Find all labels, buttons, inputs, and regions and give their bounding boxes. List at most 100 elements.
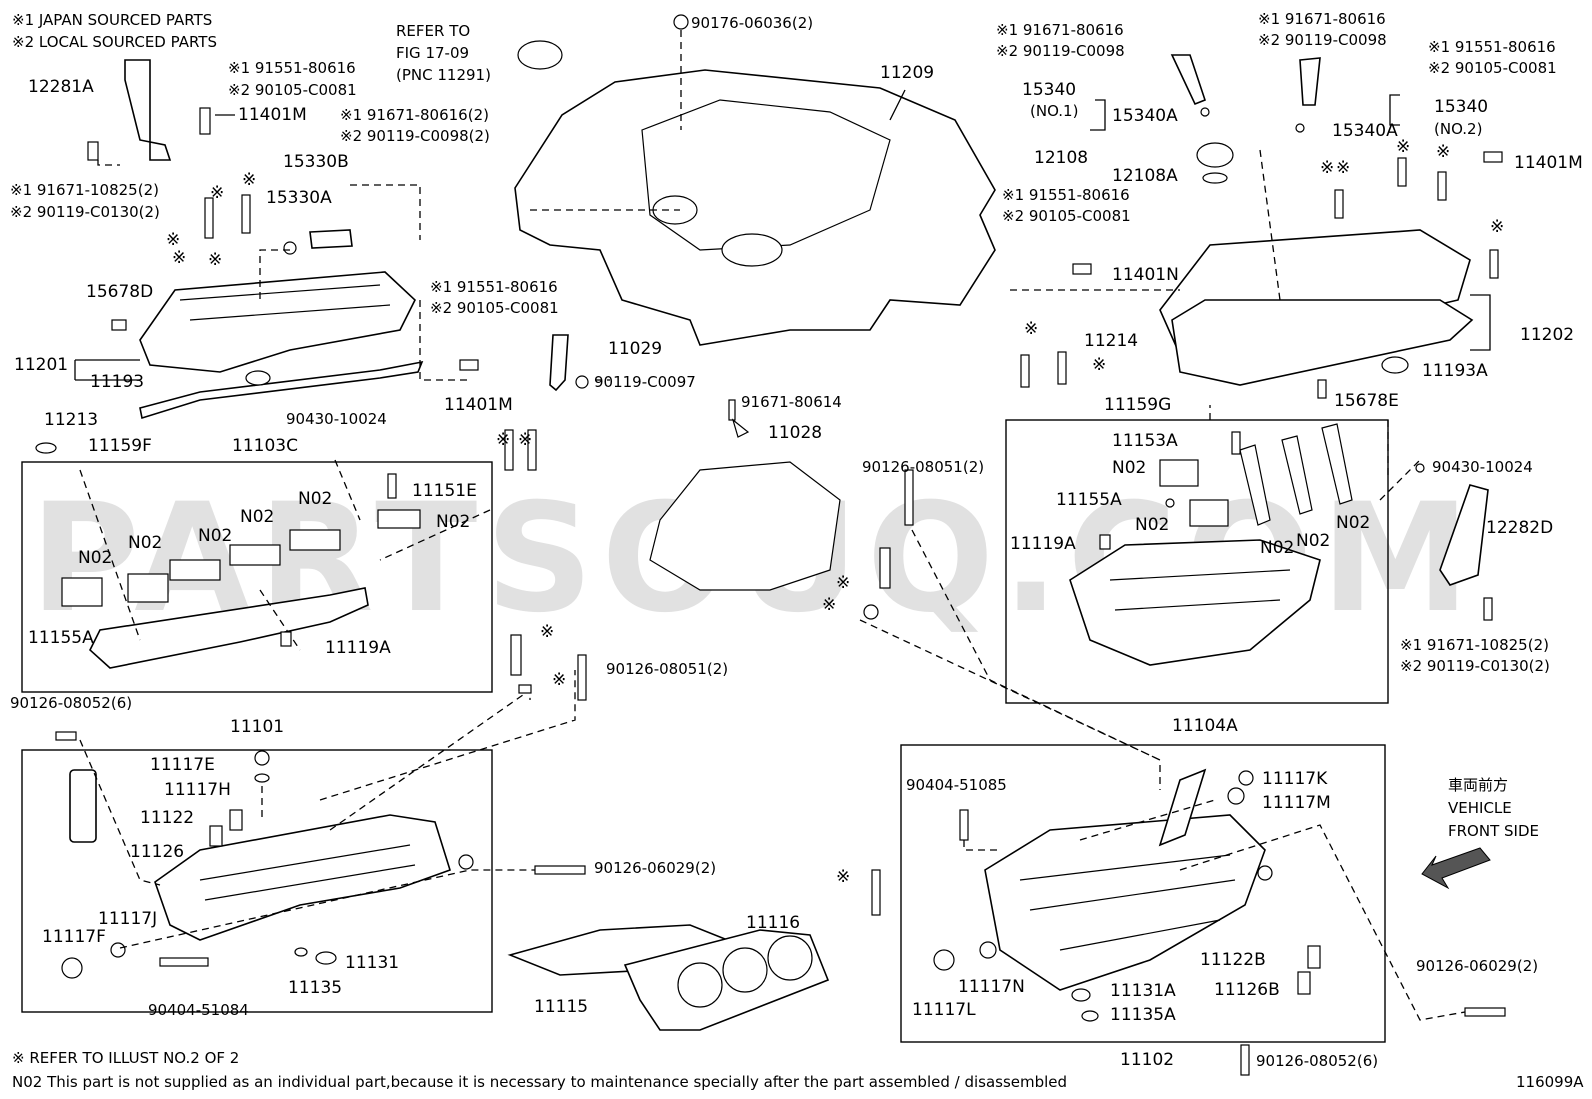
- part-label-11122[interactable]: 11122: [140, 808, 194, 828]
- plug-90430-10024[interactable]: [1415, 463, 1425, 473]
- bolt-ast[interactable]: [1020, 354, 1030, 388]
- plug-11117e[interactable]: [254, 750, 270, 766]
- bolt-ast[interactable]: [1437, 171, 1447, 201]
- part-label-11202[interactable]: 11202: [1520, 325, 1574, 345]
- gasket-11117j[interactable]: [110, 942, 126, 958]
- part-label-12281a[interactable]: 12281A: [28, 77, 94, 97]
- part-label-d1[interactable]: ※1 91551-80616: [430, 278, 558, 296]
- stud-90126-08051-b[interactable]: [904, 469, 914, 526]
- part-label-11117f[interactable]: 11117F: [42, 927, 106, 947]
- toyota-emblem[interactable]: [517, 40, 563, 70]
- plug-11131[interactable]: [315, 951, 337, 965]
- part-label-11201[interactable]: 11201: [14, 355, 68, 375]
- bolt-ast[interactable]: [204, 197, 214, 239]
- stud-90126-08051-a[interactable]: [577, 654, 587, 701]
- part-label-11117m[interactable]: 11117M: [1262, 793, 1331, 813]
- dowel-11119a-b[interactable]: [1099, 534, 1111, 550]
- bearing-cap-n02[interactable]: [289, 529, 341, 551]
- part-label-90126-08051-a[interactable]: 90126-08051(2): [606, 660, 728, 678]
- part-label-11214[interactable]: 11214: [1084, 331, 1138, 351]
- part-label-11126b[interactable]: 11126B: [1214, 980, 1280, 1000]
- part-label-90119-c0097[interactable]: 90119-C0097: [594, 373, 696, 391]
- stud-90126-08052[interactable]: [55, 731, 77, 741]
- part-label-n02[interactable]: N02: [1336, 513, 1370, 533]
- bolt-ast[interactable]: [1489, 249, 1499, 279]
- part-label-c1[interactable]: ※1 91671-10825(2): [10, 181, 159, 199]
- bearing-cap-n02[interactable]: [1321, 423, 1353, 505]
- part-label-no1[interactable]: (NO.1): [1030, 102, 1078, 120]
- pin-11155a[interactable]: [1165, 498, 1175, 508]
- part-label-11104a[interactable]: 11104A: [1172, 716, 1238, 736]
- part-label-11131a[interactable]: 11131A: [1110, 981, 1176, 1001]
- part-label-i1[interactable]: ※1 91671-10825(2): [1400, 636, 1549, 654]
- part-label-11401m-c[interactable]: 11401M: [1514, 153, 1583, 173]
- sensor-11401m[interactable]: [199, 107, 211, 135]
- part-label-g1[interactable]: ※1 91671-80616: [1258, 10, 1386, 28]
- plug-11117f[interactable]: [61, 957, 83, 979]
- bracket-11029[interactable]: [549, 334, 569, 392]
- plug-15678e[interactable]: [1317, 379, 1327, 399]
- part-label-15330a[interactable]: 15330A: [266, 188, 332, 208]
- camshaft-housing-11104a[interactable]: [1069, 539, 1321, 666]
- part-label-11401n[interactable]: 11401N: [1112, 265, 1179, 285]
- plug-side-b[interactable]: [1257, 865, 1273, 881]
- part-label-i2[interactable]: ※2 90119-C0130(2): [1400, 657, 1550, 675]
- part-label-15330b[interactable]: 15330B: [283, 152, 349, 172]
- part-label-e2[interactable]: ※2 90119-C0098: [996, 42, 1125, 60]
- part-label-n02[interactable]: N02: [78, 548, 112, 568]
- stud-90126-06029-b[interactable]: [1464, 1007, 1506, 1017]
- part-label-11155a-b[interactable]: 11155A: [1056, 490, 1122, 510]
- part-label-90404-51085[interactable]: 90404-51085: [906, 776, 1007, 794]
- part-label-no2[interactable]: (NO.2): [1434, 120, 1482, 138]
- sensor-11401m-b[interactable]: [459, 359, 479, 371]
- part-label-11117n[interactable]: 11117N: [958, 977, 1025, 997]
- part-label-11155a-a[interactable]: 11155A: [28, 628, 94, 648]
- dowel-11119a[interactable]: [280, 631, 292, 647]
- part-label-11401m-b[interactable]: 11401M: [444, 395, 513, 415]
- part-label-90404-51084[interactable]: 90404-51084: [148, 1001, 249, 1019]
- part-label-h2[interactable]: ※2 90105-C0081: [1428, 59, 1557, 77]
- bolt-90119-c0097[interactable]: [575, 375, 589, 389]
- part-label-90430-10024-a[interactable]: 90430-10024: [286, 410, 387, 428]
- gasket-11159f[interactable]: [35, 442, 57, 454]
- part-label-n02[interactable]: N02: [128, 533, 162, 553]
- valve-guide-11126b[interactable]: [1297, 971, 1311, 995]
- part-label-b1[interactable]: ※1 91671-80616(2): [340, 106, 489, 124]
- oil-filler-cap-12108[interactable]: [1196, 142, 1234, 168]
- bolt-ast[interactable]: [510, 634, 522, 676]
- washer-ast[interactable]: [518, 684, 532, 694]
- plug-15678d[interactable]: [111, 319, 127, 331]
- gasket-11193a[interactable]: [1381, 356, 1409, 374]
- plug-11131a[interactable]: [1071, 988, 1091, 1002]
- part-label-11117h[interactable]: 11117H: [164, 780, 231, 800]
- bearing-cap-n02[interactable]: [1159, 459, 1199, 487]
- part-label-11103c[interactable]: 11103C: [232, 436, 298, 456]
- bolt-ast[interactable]: [527, 429, 537, 471]
- part-label-b2[interactable]: ※2 90119-C0098(2): [340, 127, 490, 145]
- bolt-11151e[interactable]: [387, 473, 397, 499]
- valve-guide-11122[interactable]: [229, 809, 243, 831]
- part-label-90126-08052-b[interactable]: 90126-08052(6): [1256, 1052, 1378, 1070]
- plug-side[interactable]: [458, 854, 474, 870]
- bolt-11153a[interactable]: [1231, 431, 1241, 455]
- refer-fig-line-2[interactable]: FIG 17-09: [396, 44, 469, 62]
- part-label-11116[interactable]: 11116: [746, 913, 800, 933]
- sensor-11401n[interactable]: [1072, 263, 1092, 275]
- part-label-11029[interactable]: 11029: [608, 339, 662, 359]
- part-label-15678e[interactable]: 15678E: [1334, 391, 1399, 411]
- part-label-11117k[interactable]: 11117K: [1262, 769, 1328, 789]
- cylinder-head-pipe[interactable]: [69, 769, 97, 843]
- gasket-11117h[interactable]: [254, 773, 270, 783]
- part-label-15340a-a[interactable]: 15340A: [1112, 106, 1178, 126]
- stud-90126-08052-b[interactable]: [1240, 1044, 1250, 1076]
- bolt-ast[interactable]: [1057, 351, 1067, 385]
- bearing-cap-n02[interactable]: [1281, 435, 1313, 515]
- part-label-11135a[interactable]: 11135A: [1110, 1005, 1176, 1025]
- plug-11117l[interactable]: [933, 949, 955, 971]
- bearing-cap-n02[interactable]: [1189, 499, 1229, 527]
- part-label-11193[interactable]: 11193: [90, 372, 144, 392]
- cylinder-head-cover-11201[interactable]: [139, 271, 416, 373]
- part-label-12282d[interactable]: 12282D: [1486, 518, 1553, 538]
- part-label-11153a[interactable]: 11153A: [1112, 431, 1178, 451]
- part-label-11159f[interactable]: 11159F: [88, 436, 152, 456]
